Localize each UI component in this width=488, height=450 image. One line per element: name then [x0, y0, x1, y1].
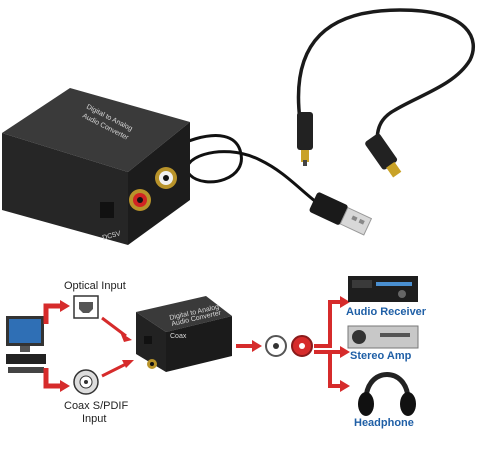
optical-cable: [296, 8, 475, 151]
converter-box: Digital to Analog Audio Converter DC5V: [2, 88, 190, 245]
usb-plug: [309, 192, 373, 236]
arrow-to-headphone: [328, 352, 340, 388]
stereo-amp-icon: [347, 325, 419, 349]
rca-output-red-icon: [291, 335, 313, 357]
rca-jack-white: [155, 167, 177, 189]
rca-output-white-icon: [265, 335, 287, 357]
audio-receiver-icon: [348, 276, 418, 302]
audio-receiver-label: Audio Receiver: [346, 306, 427, 318]
coax-input-label-line2: Input: [82, 413, 107, 425]
optical-input-label: Optical Input: [64, 280, 126, 292]
coax-port-icon: [73, 369, 99, 395]
arrow-optical-to-device: [101, 316, 127, 338]
optical-port-icon: [73, 295, 99, 319]
headphone-label: Headphone: [354, 417, 414, 429]
usb-cable: [124, 134, 321, 207]
dc-port: [100, 202, 114, 218]
product-photo: Digital to Analog Audio Converter DC5V: [2, 8, 475, 245]
arrow-to-optical: [43, 303, 60, 324]
toslink-plug-right: [365, 133, 402, 178]
tv-icon: [6, 316, 46, 373]
arrow-to-receiver: [314, 300, 340, 348]
small-port-label: Coax: [170, 333, 187, 340]
connection-diagram: Digital to Analog Audio Converter Coax: [6, 276, 419, 416]
toslink-plug-left: [297, 112, 313, 166]
stereo-amp-label: Stereo Amp: [350, 350, 412, 362]
arrow-coax-to-device: [101, 362, 127, 378]
coax-input-label-line1: Coax S/PDIF: [64, 400, 129, 412]
rca-jack-red: [129, 189, 151, 211]
headphone-icon: [358, 372, 416, 416]
power-label: DC5V: [102, 230, 122, 242]
arrow-to-coax: [43, 368, 60, 389]
small-converter-box: Digital to Analog Audio Converter Coax: [136, 296, 232, 372]
